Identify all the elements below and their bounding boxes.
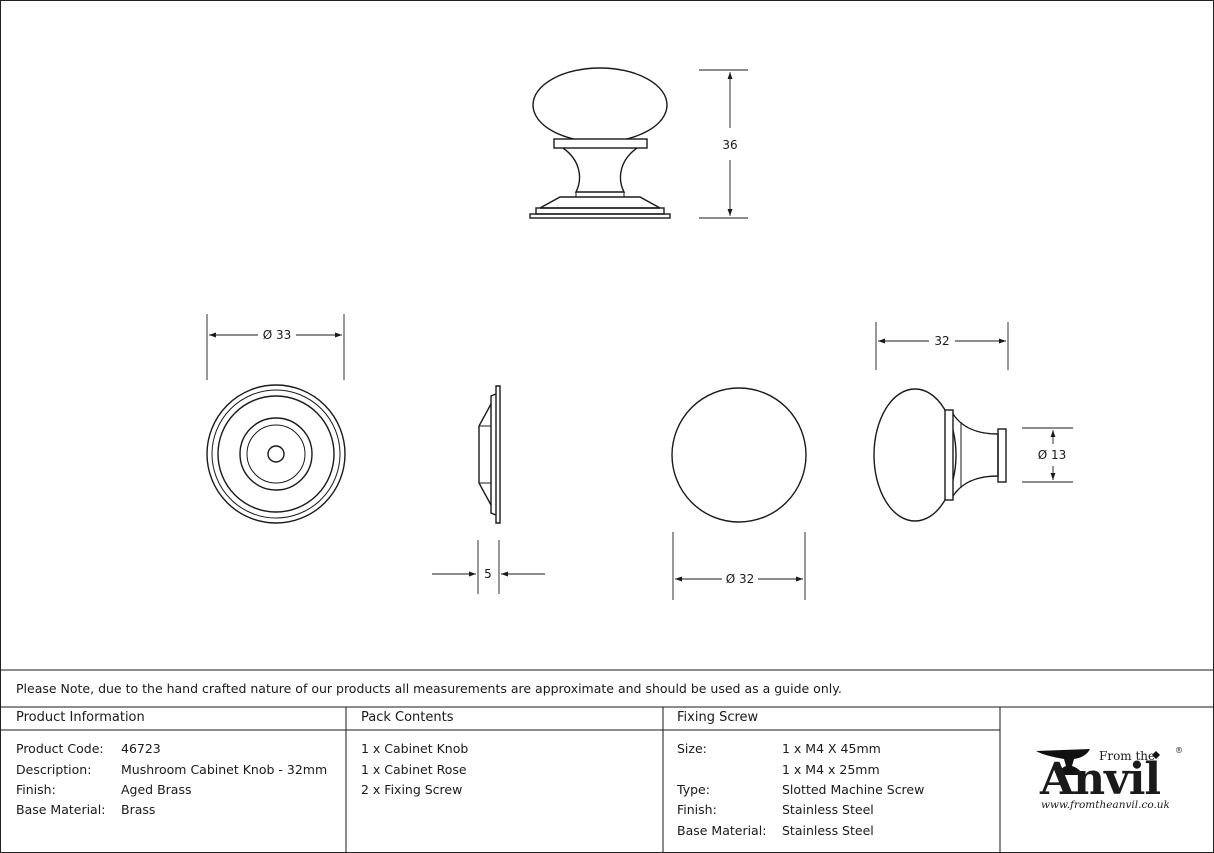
knob-length-label: 32 [934, 334, 949, 348]
screw-type-value: Slotted Machine Screw [782, 782, 925, 797]
rose-diameter-label: Ø 33 [263, 328, 292, 342]
screw-finish-value: Stainless Steel [782, 802, 874, 817]
screw-size-value: 1 x M4 x 25mm [782, 762, 880, 777]
finish-label: Finish: [16, 782, 56, 797]
knob-diameter-label: Ø 32 [726, 572, 755, 586]
logo-brand-name: Anvil [1039, 754, 1160, 805]
knob-side-view [873, 388, 1007, 522]
stem-diameter-dimension: Ø 13 [1022, 427, 1073, 483]
base-material-value: Brass [121, 802, 156, 817]
rose-thickness-dimension: 5 [432, 540, 545, 594]
pack-item: 2 x Fixing Screw [361, 782, 463, 797]
disclaimer-note: Please Note, due to the hand crafted nat… [16, 681, 842, 696]
rose-front-view [206, 384, 346, 524]
rose-diameter-dimension: Ø 33 [206, 314, 345, 380]
product-code-value: 46723 [121, 741, 161, 756]
product-info-heading: Product Information [16, 710, 145, 725]
pack-item: 1 x Cabinet Knob [361, 741, 469, 756]
knob-top-view [671, 387, 807, 523]
logo-registered-mark: ® [1175, 746, 1183, 755]
pack-item: 1 x Cabinet Rose [361, 762, 467, 777]
anvil-silhouette-icon [1036, 749, 1090, 775]
screw-material-label: Base Material: [677, 823, 767, 838]
knob-diameter-dimension: Ø 32 [672, 532, 806, 600]
anvil-logo: From the ® Anvil www.fromtheanvil.co.uk [1036, 746, 1183, 811]
height-dimension: 36 [699, 69, 748, 219]
finish-value: Aged Brass [121, 782, 192, 797]
pack-contents-heading: Pack Contents [361, 710, 454, 725]
description-value: Mushroom Cabinet Knob - 32mm [121, 762, 328, 777]
description-label: Description: [16, 762, 92, 777]
fixing-screw-heading: Fixing Screw [677, 710, 759, 725]
height-dimension-label: 36 [722, 138, 737, 152]
product-code-label: Product Code: [16, 741, 104, 756]
screw-type-label: Type: [677, 782, 710, 797]
screw-material-value: Stainless Steel [782, 823, 874, 838]
stem-diameter-label: Ø 13 [1038, 448, 1067, 462]
screw-finish-label: Finish: [677, 802, 717, 817]
base-material-label: Base Material: [16, 802, 106, 817]
rose-thickness-label: 5 [484, 567, 492, 581]
screw-size-label: Size: [677, 741, 707, 756]
front-elevation-view [529, 67, 671, 219]
knob-length-dimension: 32 [875, 322, 1009, 370]
logo-url: www.fromtheanvil.co.uk [1041, 799, 1170, 811]
screw-size-value: 1 x M4 X 45mm [782, 741, 881, 756]
title-block-grid [0, 669, 1214, 853]
diamond-icon [1152, 751, 1160, 759]
rose-side-view [478, 385, 501, 524]
logo-from-the: From the [1099, 749, 1155, 763]
